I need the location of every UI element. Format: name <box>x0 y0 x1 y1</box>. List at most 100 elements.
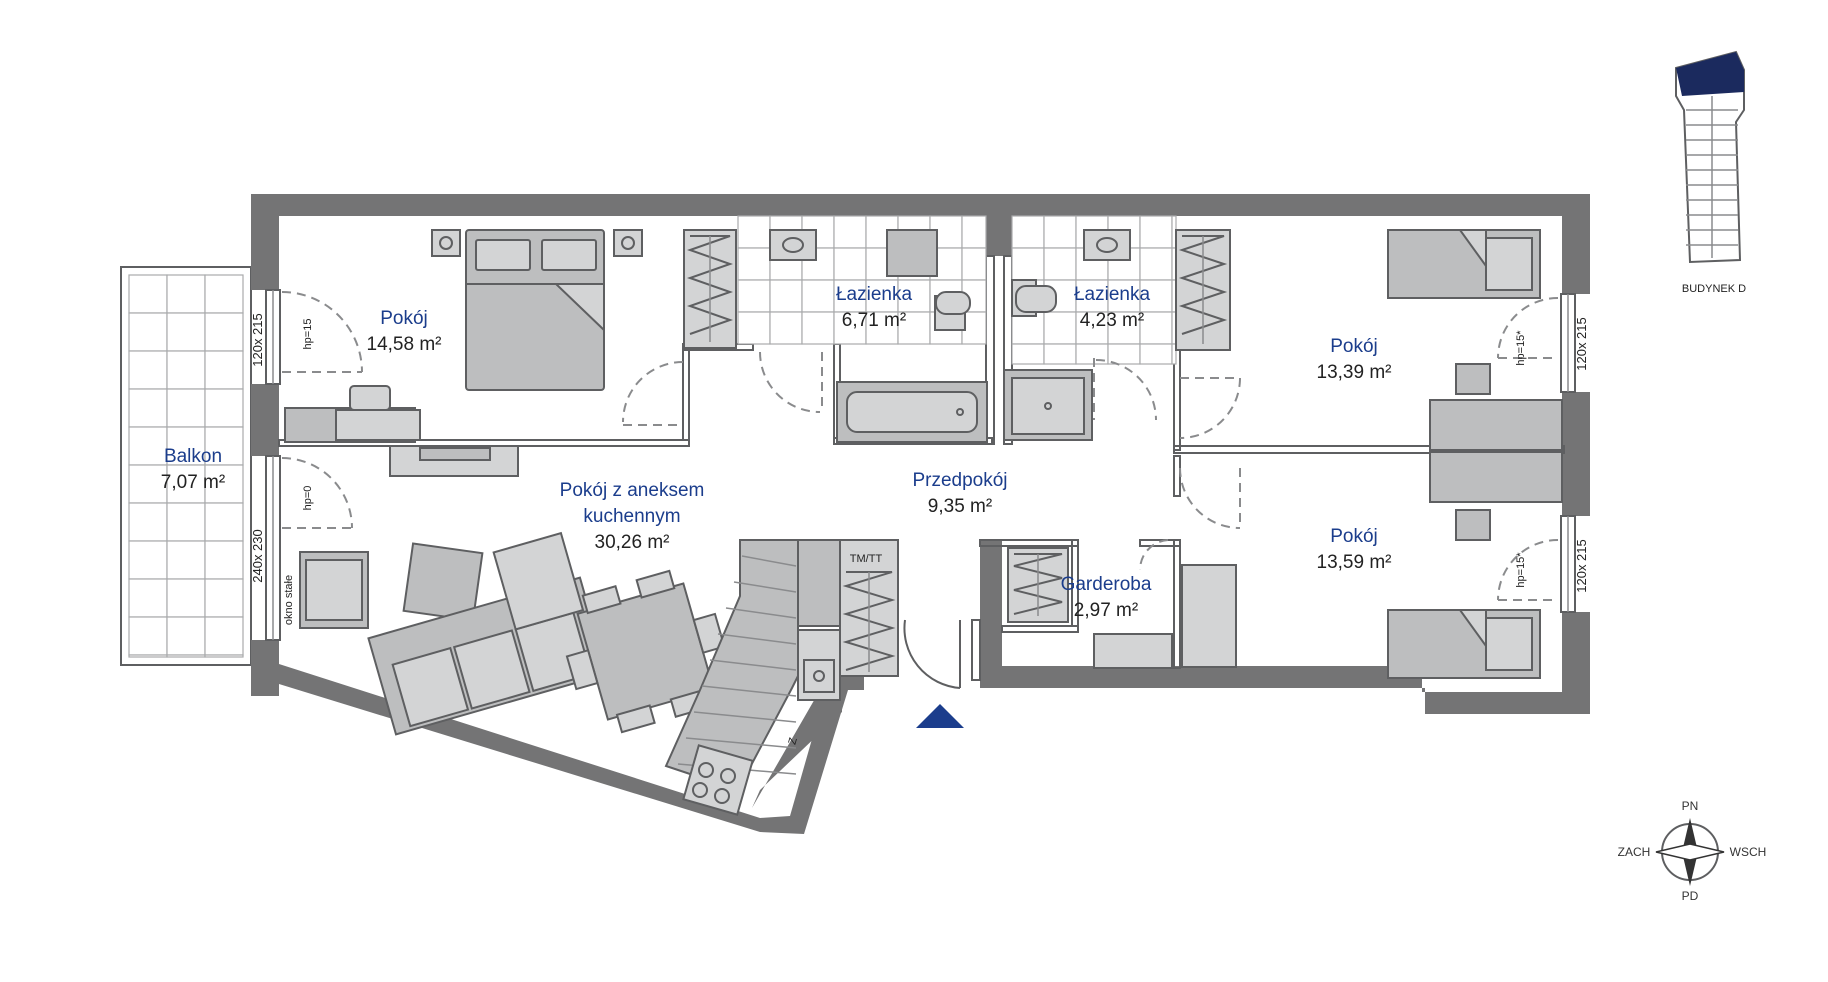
floor-tile <box>128 312 168 352</box>
floor-tile <box>1043 343 1077 365</box>
doors <box>281 291 1559 689</box>
room-name-pokoj-1: Pokój <box>380 308 428 329</box>
counter-line <box>725 607 797 619</box>
floor-tile <box>865 311 899 345</box>
floor-tile <box>1043 311 1077 345</box>
floor-tile <box>1043 215 1077 249</box>
room-area-przedpokoj: 9,35 m² <box>928 496 992 517</box>
floor-tile <box>737 279 771 313</box>
floor-tile <box>166 502 206 542</box>
counter-line <box>685 737 797 749</box>
floor-tile <box>1011 215 1045 249</box>
floor-tile <box>166 388 206 428</box>
compass-east: WSCH <box>1730 845 1767 859</box>
floor-tile <box>1139 215 1173 249</box>
room-name-garderoba: Garderoba <box>1061 574 1152 595</box>
floor-tile <box>128 654 168 658</box>
floor-tile <box>204 616 244 656</box>
hp-label-1: hp=15 <box>302 319 314 350</box>
annotations: 120x 215 hp=15 hp=0 240x 230 okno stałe … <box>250 313 1589 746</box>
counter-line <box>717 633 797 645</box>
compass-west: ZACH <box>1618 845 1651 859</box>
floor-tile <box>961 247 987 281</box>
floor-tile <box>204 654 244 658</box>
floor-tile <box>1139 247 1173 281</box>
counter-line <box>741 555 797 567</box>
window-label-1: 120x 215 <box>250 313 265 367</box>
floor-tile <box>961 215 987 249</box>
hp-label-3: hp=15* <box>1515 330 1527 366</box>
room-name-pokoj-2: Pokój <box>1330 336 1378 357</box>
floor-tile <box>166 312 206 352</box>
floor-tile <box>128 274 168 314</box>
building-keyplan: BUDYNEK D <box>1675 50 1746 295</box>
furniture <box>284 229 1563 816</box>
floor-tile <box>737 215 771 249</box>
room-name-living-line1: Pokój z aneksem <box>560 480 705 501</box>
floor-tile <box>1139 343 1173 365</box>
floor-tile <box>204 312 244 352</box>
building-label: BUDYNEK D <box>1682 283 1746 295</box>
floor-tile <box>1107 343 1141 365</box>
floor-tile <box>204 274 244 314</box>
room-name-lazienka-2: Łazienka <box>1074 284 1150 305</box>
floor-tile <box>204 426 244 466</box>
floor-tile <box>166 540 206 580</box>
hanger-line <box>1178 235 1228 335</box>
room-area-lazienka-2: 4,23 m² <box>1080 310 1144 331</box>
floor-tile <box>204 578 244 618</box>
floor-tile <box>204 540 244 580</box>
floor-tile <box>204 388 244 428</box>
floor-tile <box>128 464 168 504</box>
hp-label-2: hp=0 <box>302 486 314 511</box>
room-labels: Pokój 14,58 m² Łazienka 6,71 m² Łazienka… <box>161 284 1392 621</box>
floor-tile <box>737 247 771 281</box>
room-area-pokoj-1: 14,58 m² <box>367 334 442 355</box>
room-name-przedpokoj: Przedpokój <box>912 470 1007 491</box>
tm-tt-label: TM/TT <box>850 553 883 565</box>
floor-tile <box>128 388 168 428</box>
compass-north: PN <box>1682 799 1699 813</box>
floor-tile <box>204 350 244 390</box>
floor-tile <box>128 426 168 466</box>
hanger-line <box>842 571 896 671</box>
counter-line <box>701 685 797 697</box>
floor-tile <box>1011 343 1045 365</box>
floor-tile <box>769 311 803 345</box>
hanger-line <box>686 235 734 335</box>
room-name-pokoj-3: Pokój <box>1330 526 1378 547</box>
floor-tile <box>1171 343 1177 365</box>
floor-tile <box>1043 247 1077 281</box>
compass-south: PD <box>1682 889 1699 903</box>
floor-tile <box>128 540 168 580</box>
floor-tile <box>769 279 803 313</box>
floor-tile <box>801 311 835 345</box>
floor-tile <box>801 279 835 313</box>
fridge-label: Z <box>786 736 799 746</box>
room-name-lazienka-1: Łazienka <box>836 284 912 305</box>
floor-tile <box>166 350 206 390</box>
floor-tile <box>1075 311 1109 345</box>
floor-tile <box>166 654 206 658</box>
counter-line <box>693 711 797 723</box>
floor-tile <box>166 274 206 314</box>
room-area-garderoba: 2,97 m² <box>1074 600 1138 621</box>
hp-label-4: hp=15* <box>1515 552 1527 588</box>
window-label-2: 240x 230 <box>250 529 265 583</box>
window-label-4: 120x 215 <box>1574 539 1589 593</box>
window-fixed-label: okno stałe <box>283 575 295 625</box>
counter-line <box>733 581 797 593</box>
room-area-lazienka-1: 6,71 m² <box>842 310 906 331</box>
balcony <box>120 266 252 666</box>
counter-line <box>709 659 797 671</box>
floor-tile <box>737 311 771 345</box>
room-name-balkon: Balkon <box>164 446 222 467</box>
hanger-line <box>1013 553 1063 615</box>
room-area-balkon: 7,07 m² <box>161 472 225 493</box>
floor-tile <box>1139 311 1173 345</box>
floor-tile <box>204 502 244 542</box>
floor-tile <box>166 578 206 618</box>
floor-tile <box>128 350 168 390</box>
floor-tile <box>1011 247 1045 281</box>
